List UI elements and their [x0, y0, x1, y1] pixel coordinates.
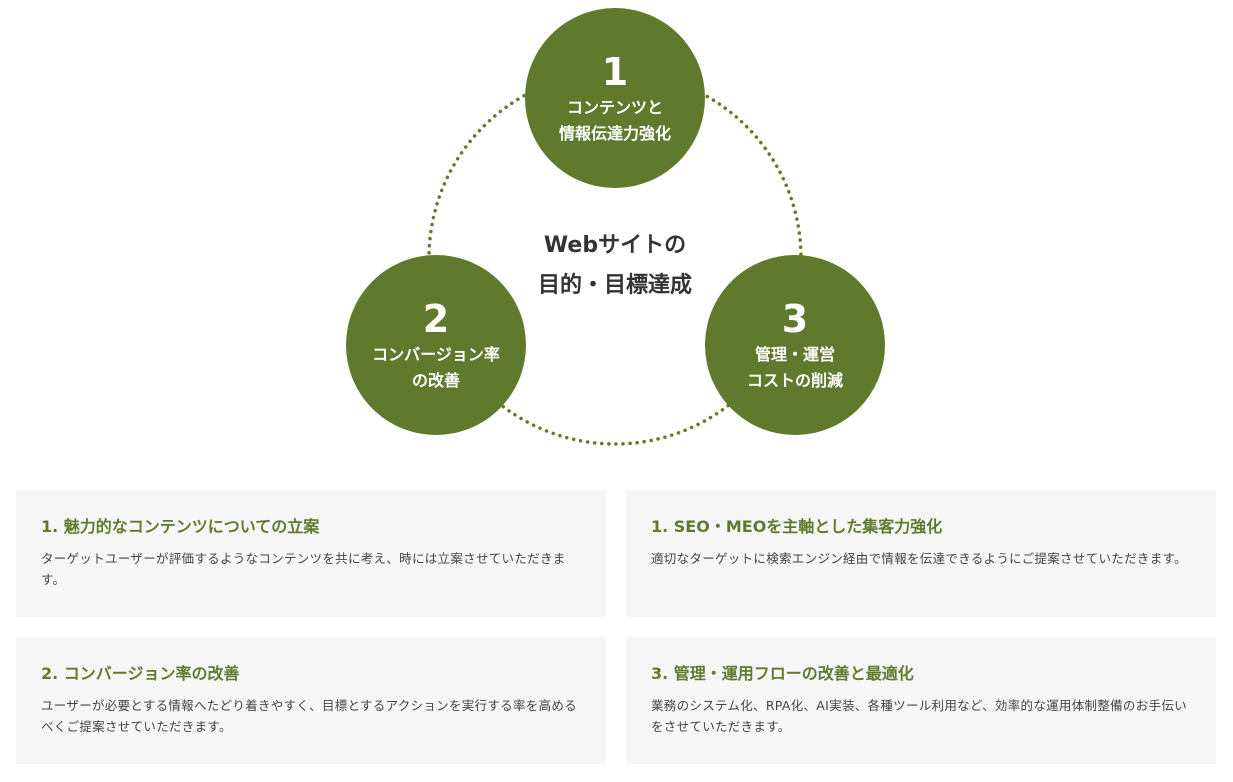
card-title: 1. 魅力的なコンテンツについての立案 [41, 517, 320, 536]
card-title: 2. コンバージョン率の改善 [41, 664, 240, 683]
goal-circle-1: 1 コンテンツと 情報伝達力強化 [525, 8, 705, 188]
card-title: 3. 管理・運用フローの改善と最適化 [651, 664, 914, 683]
diagram-center-title: Webサイトの 目的・目標達成 [537, 233, 692, 298]
info-card: 1. SEO・MEOを主軸とした集客力強化 適切なターゲットに検索エンジン経由で… [626, 490, 1216, 617]
card-text: ユーザーが必要とする情報へたどり着きやすく、目標とするアクションを実行する率を高… [41, 698, 577, 734]
goal-number: 2 [422, 297, 450, 341]
info-card: 3. 管理・運用フローの改善と最適化 業務のシステム化、RPA化、AI実装、各種… [626, 637, 1216, 764]
card-title: 1. SEO・MEOを主軸とした集客力強化 [651, 517, 943, 536]
goal-number: 3 [781, 297, 809, 341]
info-card: 1. 魅力的なコンテンツについての立案 ターゲットユーザーが評価するようなコンテ… [16, 490, 606, 617]
card-text: 業務のシステム化、RPA化、AI実装、各種ツール利用など、効率的な運用体制整備の… [651, 698, 1187, 734]
info-card: 2. コンバージョン率の改善 ユーザーが必要とする情報へたどり着きやすく、目標と… [16, 637, 606, 764]
goal-number: 1 [601, 50, 629, 94]
goal-label: コンテンツと 情報伝達力強化 [558, 98, 671, 143]
card-text: ターゲットユーザーが評価するようなコンテンツを共に考え、時には立案させていただき… [41, 551, 566, 587]
goal-circle-3: 3 管理・運営 コストの削減 [705, 255, 885, 435]
goal-label: 管理・運営 コストの削減 [746, 345, 843, 390]
card-text: 適切なターゲットに検索エンジン経由で情報を伝達できるようにご提案させていただきま… [651, 551, 1187, 566]
goal-label: コンバージョン率 の改善 [372, 345, 500, 390]
goal-circle-2: 2 コンバージョン率 の改善 [346, 255, 526, 435]
